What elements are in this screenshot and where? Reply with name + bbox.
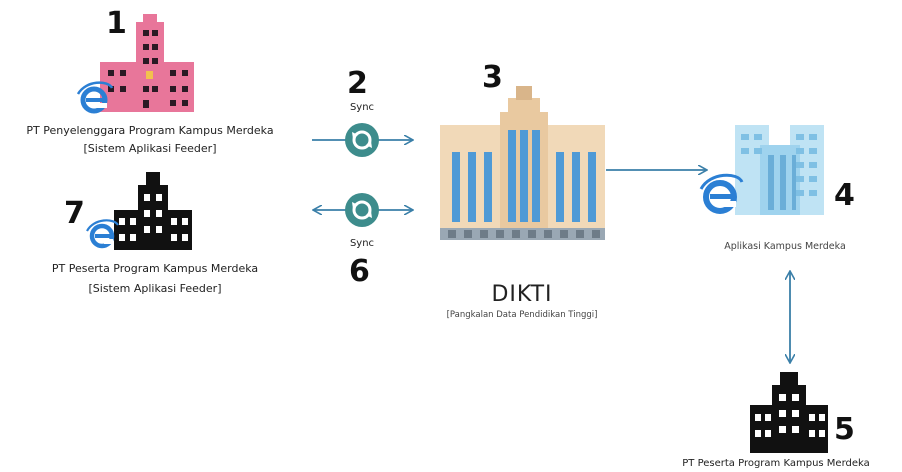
- step-number-2: 2: [347, 66, 368, 101]
- black-building-icon: [750, 372, 828, 453]
- ie-browser-icon: [76, 81, 114, 114]
- node-4-label: Aplikasi Kampus Merdeka: [724, 241, 846, 252]
- step-number-1: 1: [106, 6, 127, 41]
- step-number-7: 7: [64, 196, 85, 231]
- government-building-icon: [440, 86, 605, 240]
- sync-label-6: Sync: [349, 238, 375, 249]
- dikti-title: DIKTI: [491, 282, 553, 307]
- node-1-label: PT Penyelenggara Program Kampus Merdeka: [26, 124, 274, 137]
- node-7-label: PT Peserta Program Kampus Merdeka: [51, 262, 259, 275]
- office-tower-icon: [735, 125, 824, 215]
- node-1-sublabel: [Sistem Aplikasi Feeder]: [83, 142, 217, 155]
- step-number-6: 6: [349, 254, 370, 289]
- step-number-4: 4: [834, 178, 855, 213]
- black-building-icon: [114, 172, 192, 250]
- dikti-subtitle: [Pangkalan Data Pendidikan Tinggi]: [446, 310, 598, 320]
- step-number-3: 3: [482, 60, 503, 95]
- sync-label-2: Sync: [349, 102, 375, 113]
- node-5-label: PT Peserta Program Kampus Merdeka: [682, 458, 870, 469]
- node-7-sublabel: [Sistem Aplikasi Feeder]: [88, 282, 222, 295]
- sync-icon: [345, 193, 379, 227]
- sync-icon: [345, 123, 379, 157]
- ie-browser-icon: [86, 219, 119, 249]
- step-number-5: 5: [834, 412, 855, 447]
- pink-building-icon: [100, 14, 194, 112]
- ie-browser-icon: [699, 173, 744, 214]
